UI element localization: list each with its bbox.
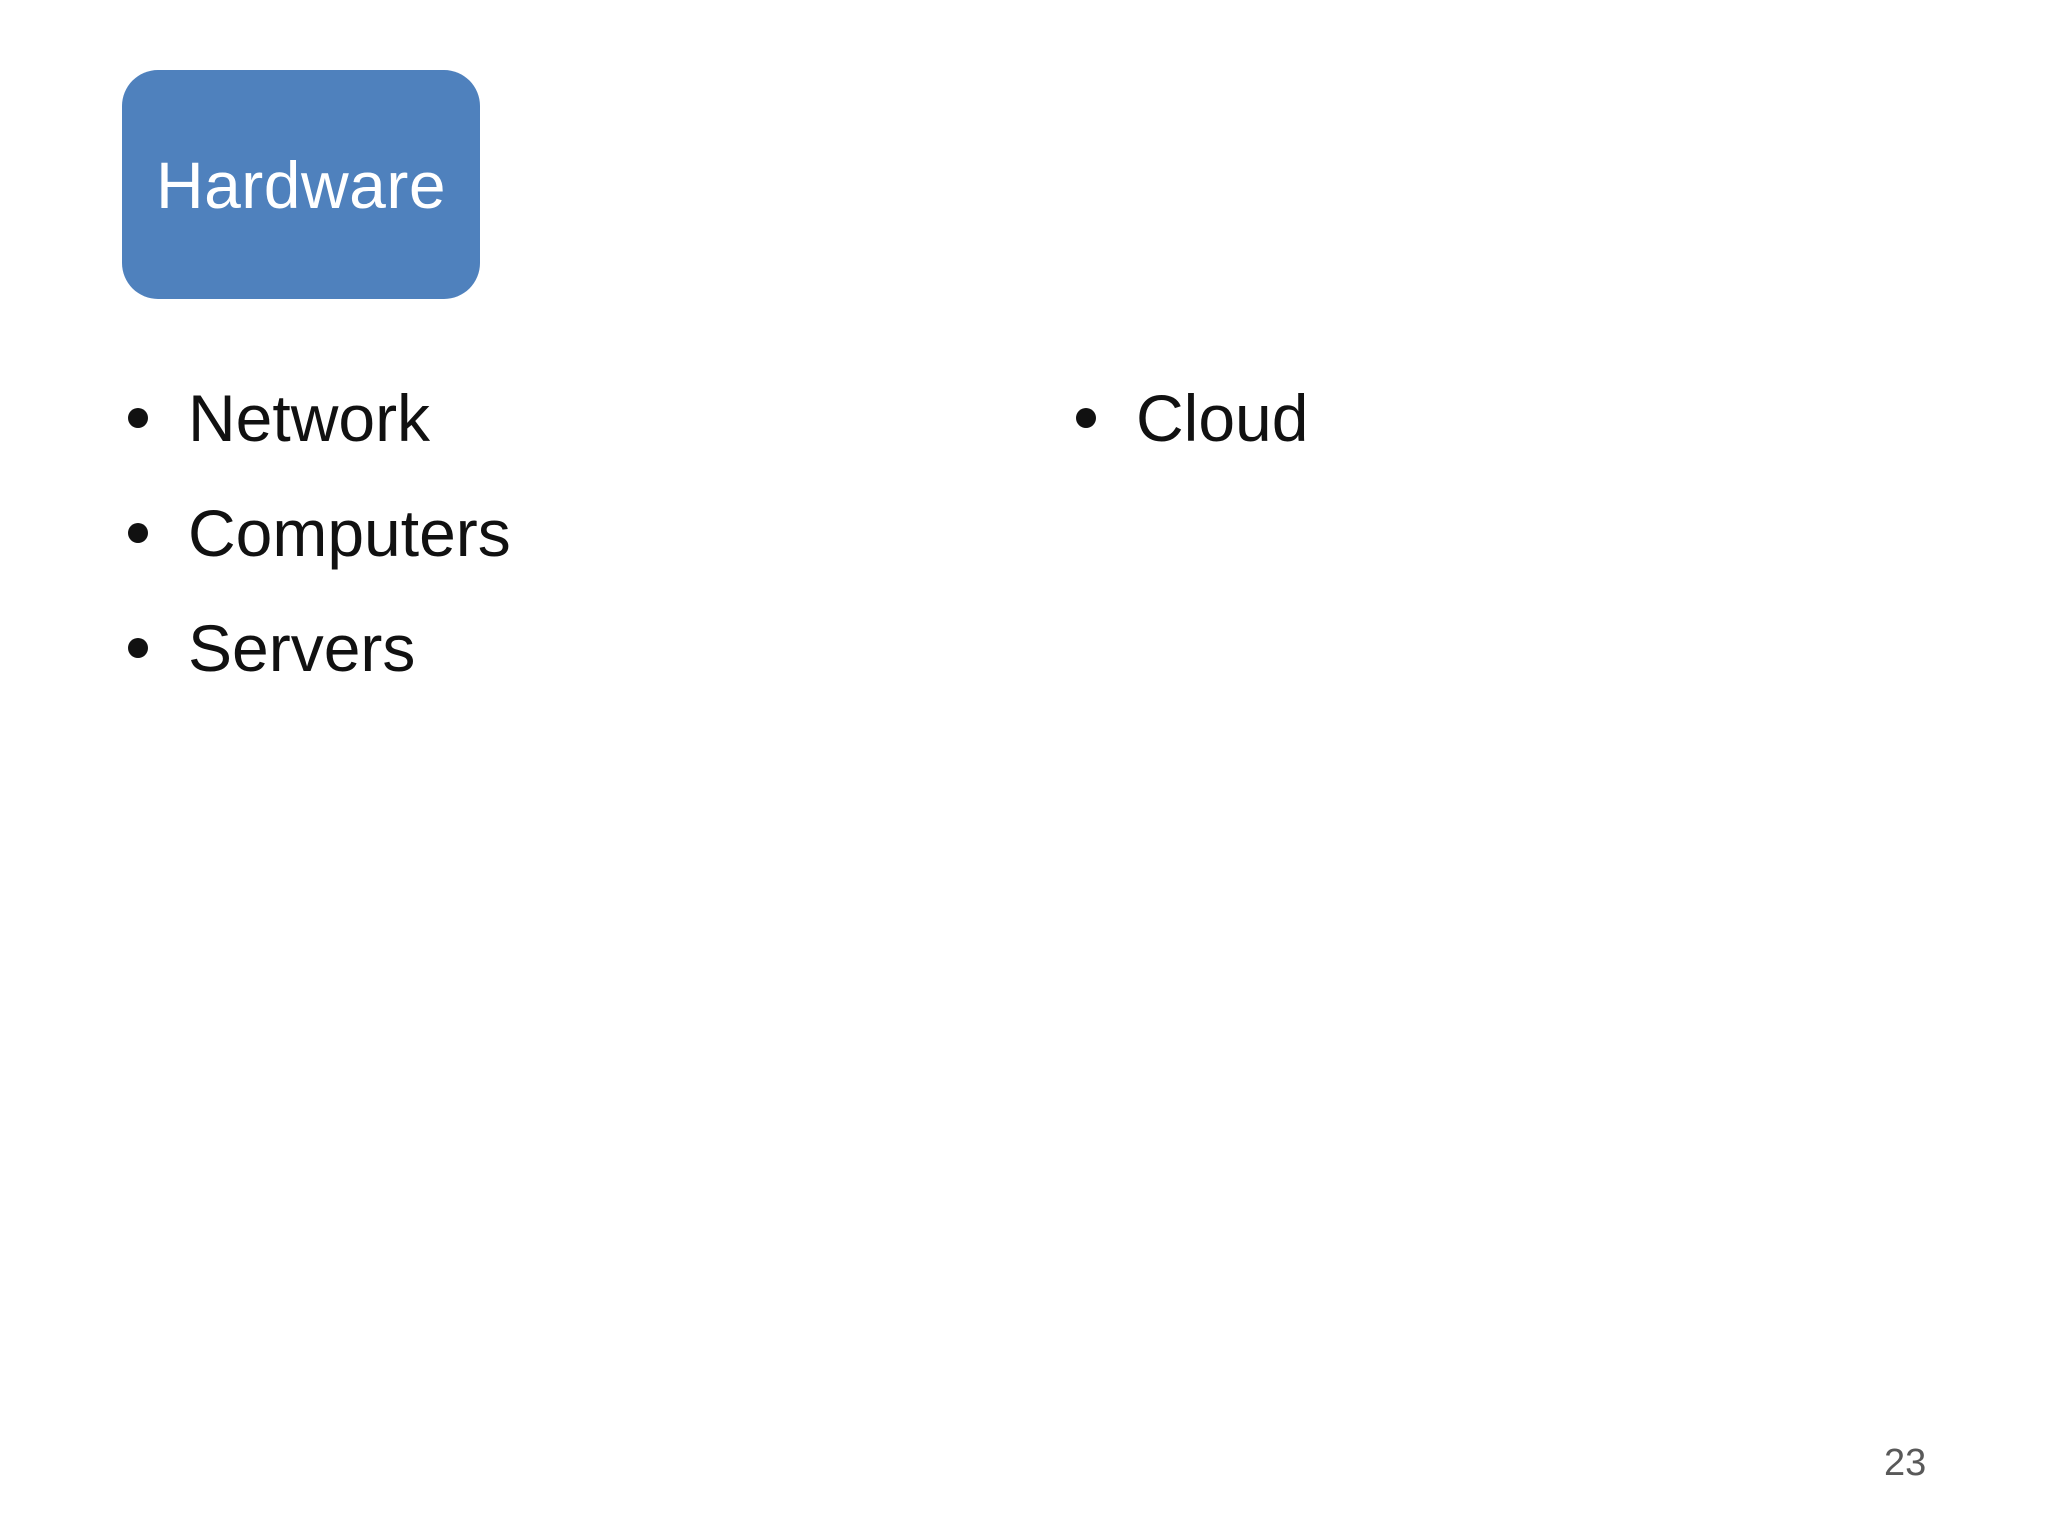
bullet-icon: [1076, 407, 1096, 428]
bullet-list-right: Cloud: [1076, 360, 1308, 475]
list-item-label: Computers: [188, 495, 511, 570]
list-item: Computers: [128, 475, 511, 590]
bullet-icon: [128, 637, 148, 658]
slide-title: Hardware: [155, 147, 447, 222]
page-number: 23: [1884, 1442, 1927, 1484]
list-item: Cloud: [1076, 360, 1308, 475]
list-item-label: Cloud: [1136, 380, 1309, 455]
list-item: Network: [128, 360, 511, 475]
bullet-icon: [128, 522, 148, 543]
title-box: Hardware: [122, 70, 480, 299]
list-item-label: Network: [188, 380, 431, 455]
bullet-list-left: Network Computers Servers: [128, 360, 511, 705]
bullet-icon: [128, 407, 148, 428]
list-item-label: Servers: [188, 610, 416, 685]
list-item: Servers: [128, 590, 511, 705]
